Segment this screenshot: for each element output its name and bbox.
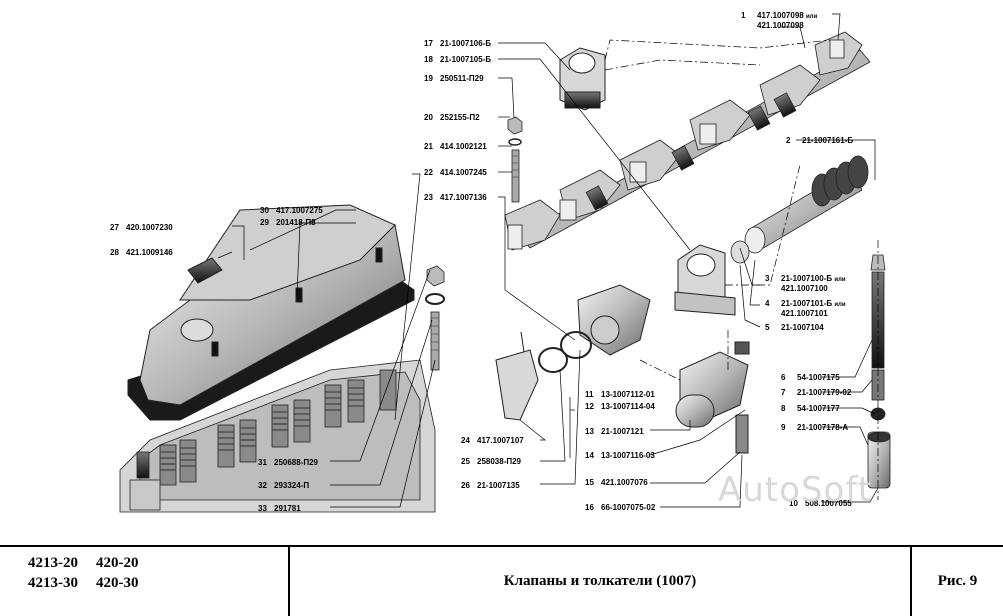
model-row: 4213-30 420-30 [28,573,288,593]
model-code: 4213-20 [28,555,78,571]
rocker-arm-illustration [495,284,651,421]
spring-and-tube-illustration [730,155,869,264]
exploded-parts-diagram [119,13,891,513]
rocker-with-sleeve-illustration [675,341,750,454]
pushrod-and-tappet-illustration [867,254,891,489]
callout-3-alt: 421.1007100 [781,284,828,293]
valve-cover-illustration [127,204,415,421]
leader-lines [217,13,879,508]
section-title: Клапаны и толкатели (1007) [290,547,912,616]
callout-1-alt: 421.1007098 [757,21,804,30]
cylinder-head-illustration [119,359,436,513]
watermark: AutoSoft [718,470,873,510]
rocker-stud-illustration [507,116,523,203]
shaft-bracket-illustration [559,47,606,111]
shaft-bracket-lower-illustration [674,244,736,316]
model-row: 4213-20 420-20 [28,553,288,573]
rocker-shaft-assembly-illustration [504,31,871,251]
callout-4-alt: 421.1007101 [781,309,828,318]
model-code: 420-30 [96,575,139,591]
model-list: 4213-20 420-20 4213-30 420-30 [0,547,290,616]
figure-number: Рис. 9 [937,573,978,589]
stud-and-nut-illustration [425,265,445,371]
title-block: 4213-20 420-20 4213-30 420-30 Клапаны и то… [0,545,1003,616]
model-code: 4213-30 [28,575,78,591]
model-code: 420-20 [96,555,139,571]
